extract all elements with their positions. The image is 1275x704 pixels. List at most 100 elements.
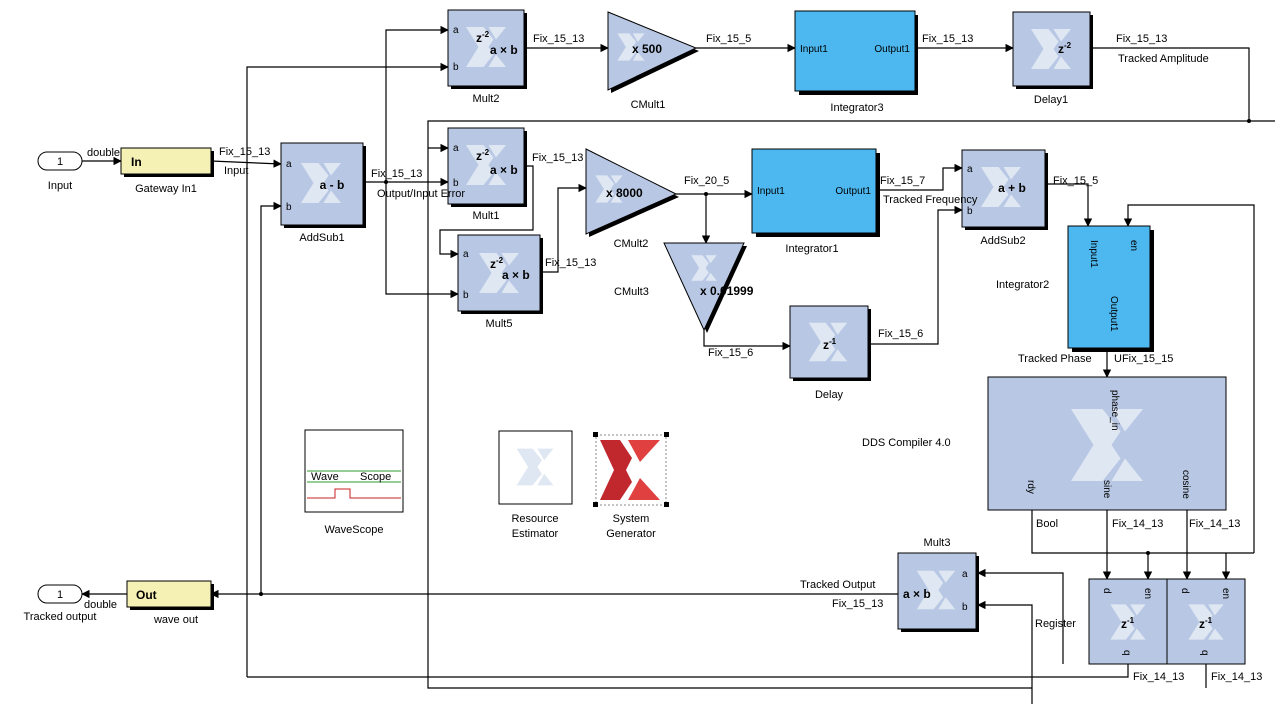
wave-out-text: Out [136,588,157,602]
addsub2-port-b: b [967,206,973,217]
delay1-block[interactable]: z-2 Delay1 [1012,11,1093,106]
addsub1-block[interactable]: a b a - b AddSub1 [280,142,366,244]
sig-tracked-out: Tracked Output [800,579,875,591]
dds-phase-in-port: phase_in [1109,390,1120,431]
sig-amp-type: Fix_15_13 [1116,33,1167,45]
mult2-block[interactable]: a b z-2 a × b Mult2 [447,9,527,105]
register-block[interactable]: d en d en q q z-1 z-1 Register [1035,578,1246,665]
integrator2-enable: en [1128,240,1139,251]
sig-reg-q2: Fix_14_13 [1211,671,1262,683]
dds-compiler-block[interactable]: phase_in rdy sine cosine DDS Compiler 4.… [862,376,1227,511]
addsub1-op: a - b [320,178,345,192]
mult3-block[interactable]: a b a × b Mult3 [897,537,979,632]
mult3-port-a: a [962,569,968,580]
cmult1-op: x 500 [632,42,662,56]
sig-err: Output/Input Error [377,188,465,200]
sig-sine: Fix_14_13 [1112,518,1163,530]
sig-addsub2: Fix_15_5 [1053,175,1098,187]
resource-estimator-label-2: Estimator [512,528,559,540]
delay1-label: Delay1 [1034,94,1068,106]
dds-label: DDS Compiler 4.0 [862,437,951,449]
sig-input: Input [224,165,248,177]
signal-labels: Fix_15_13 Input Fix_15_13 Output/Input E… [219,33,1262,683]
output-port-label: Tracked output [24,611,97,623]
mult1-label: Mult1 [473,210,500,222]
wavescope-label: WaveScope [325,524,384,536]
addsub2-label: AddSub2 [980,235,1025,247]
wavescope-block[interactable]: Wave Scope WaveScope [304,429,404,536]
output-port[interactable]: 1 Tracked output [24,584,97,623]
sig-amp: Tracked Amplitude [1118,53,1209,65]
sig-freq: Tracked Frequency [883,194,978,206]
register-q1-port: q [1121,650,1132,656]
sig-tracked-out-type: Fix_15_13 [832,598,883,610]
integrator3-output: Output1 [874,44,910,55]
register-label: Register [1035,618,1076,630]
addsub2-block[interactable]: a b a + b AddSub2 [961,149,1048,247]
input-port-label: Input [48,180,72,192]
mult1-latency: z-2 [476,148,490,163]
register-en2-port: en [1220,588,1231,599]
wavescope-wave-text: Wave [311,471,339,483]
input-port-number: 1 [57,156,63,168]
mult3-label: Mult3 [924,537,951,549]
mult1-port-a: a [453,143,459,154]
mult1-op: a × b [490,163,518,177]
resource-estimator-block[interactable]: Resource Estimator [498,430,573,540]
cmult2-block[interactable]: x 8000 CMult2 [585,148,679,250]
delay-latency: z-1 [823,337,837,352]
dds-cosine-port: cosine [1180,470,1191,499]
sig-mult1: Fix_15_13 [532,152,583,164]
register-d1-port: d [1101,588,1112,594]
output-port-number: 1 [57,589,63,601]
system-generator-label-2: Generator [606,528,656,540]
mult5-op: a × b [502,268,530,282]
register-q2-port: q [1199,650,1210,656]
addsub2-op: a + b [998,181,1026,195]
delay-label: Delay [815,389,844,401]
sig-input-type: Fix_15_13 [219,146,270,158]
resource-estimator-label-1: Resource [511,513,558,525]
mult5-label: Mult5 [486,318,513,330]
register-latency-2: z-1 [1199,616,1213,631]
sig-mult2: Fix_15_13 [533,33,584,45]
integrator2-block[interactable]: Input1 en Output1 Integrator2 [996,225,1154,352]
delay1-latency: z-2 [1058,41,1072,56]
cmult3-op: x 0.01999 [700,284,754,298]
system-generator-block[interactable]: System Generator [593,432,669,540]
mult5-latency: z-2 [490,256,504,271]
gateway-in-label: Gateway In1 [135,183,197,195]
sig-err-type: Fix_15_13 [371,168,422,180]
addsub1-label: AddSub1 [299,232,344,244]
cmult2-label: CMult2 [614,238,649,250]
mult5-block[interactable]: a b z-2 a × b Mult5 [457,234,543,330]
cmult1-label: CMult1 [631,99,666,111]
cmult1-block[interactable]: x 500 CMult1 [607,11,699,111]
mult3-op: a × b [903,587,931,601]
integrator2-label: Integrator2 [996,279,1049,291]
sig-cmult2: Fix_20_5 [684,175,729,187]
integrator3-block[interactable]: Input1 Output1 Integrator3 [794,10,918,114]
addsub1-port-a: a [286,159,292,170]
mult5-port-a: a [463,249,469,260]
input-port[interactable]: 1 Input [37,151,83,192]
integrator1-block[interactable]: Input1 Output1 Integrator1 [751,148,880,255]
gateway-in-block[interactable]: In Gateway In1 [120,147,214,195]
integrator2-input: Input1 [1088,240,1099,268]
cmult3-label: CMult3 [614,286,649,298]
signal-double-in: double [87,147,120,159]
cmult3-block[interactable]: x 0.01999 CMult3 [614,242,754,333]
mult1-port-b: b [453,178,459,189]
sig-freq-type: Fix_15_7 [880,175,925,187]
integrator1-input: Input1 [757,186,785,197]
wave-out-block[interactable]: Out wave out [126,580,214,626]
signal-wires [81,25,1275,704]
delay-block[interactable]: z-1 Delay [789,305,871,401]
sig-cmult1: Fix_15_5 [706,33,751,45]
mult1-block[interactable]: a b z-2 a × b Mult1 [447,127,527,222]
mult2-label: Mult2 [473,93,500,105]
sig-bool: Bool [1036,518,1058,530]
dds-rdy-port: rdy [1025,480,1036,494]
register-latency-1: z-1 [1121,616,1135,631]
